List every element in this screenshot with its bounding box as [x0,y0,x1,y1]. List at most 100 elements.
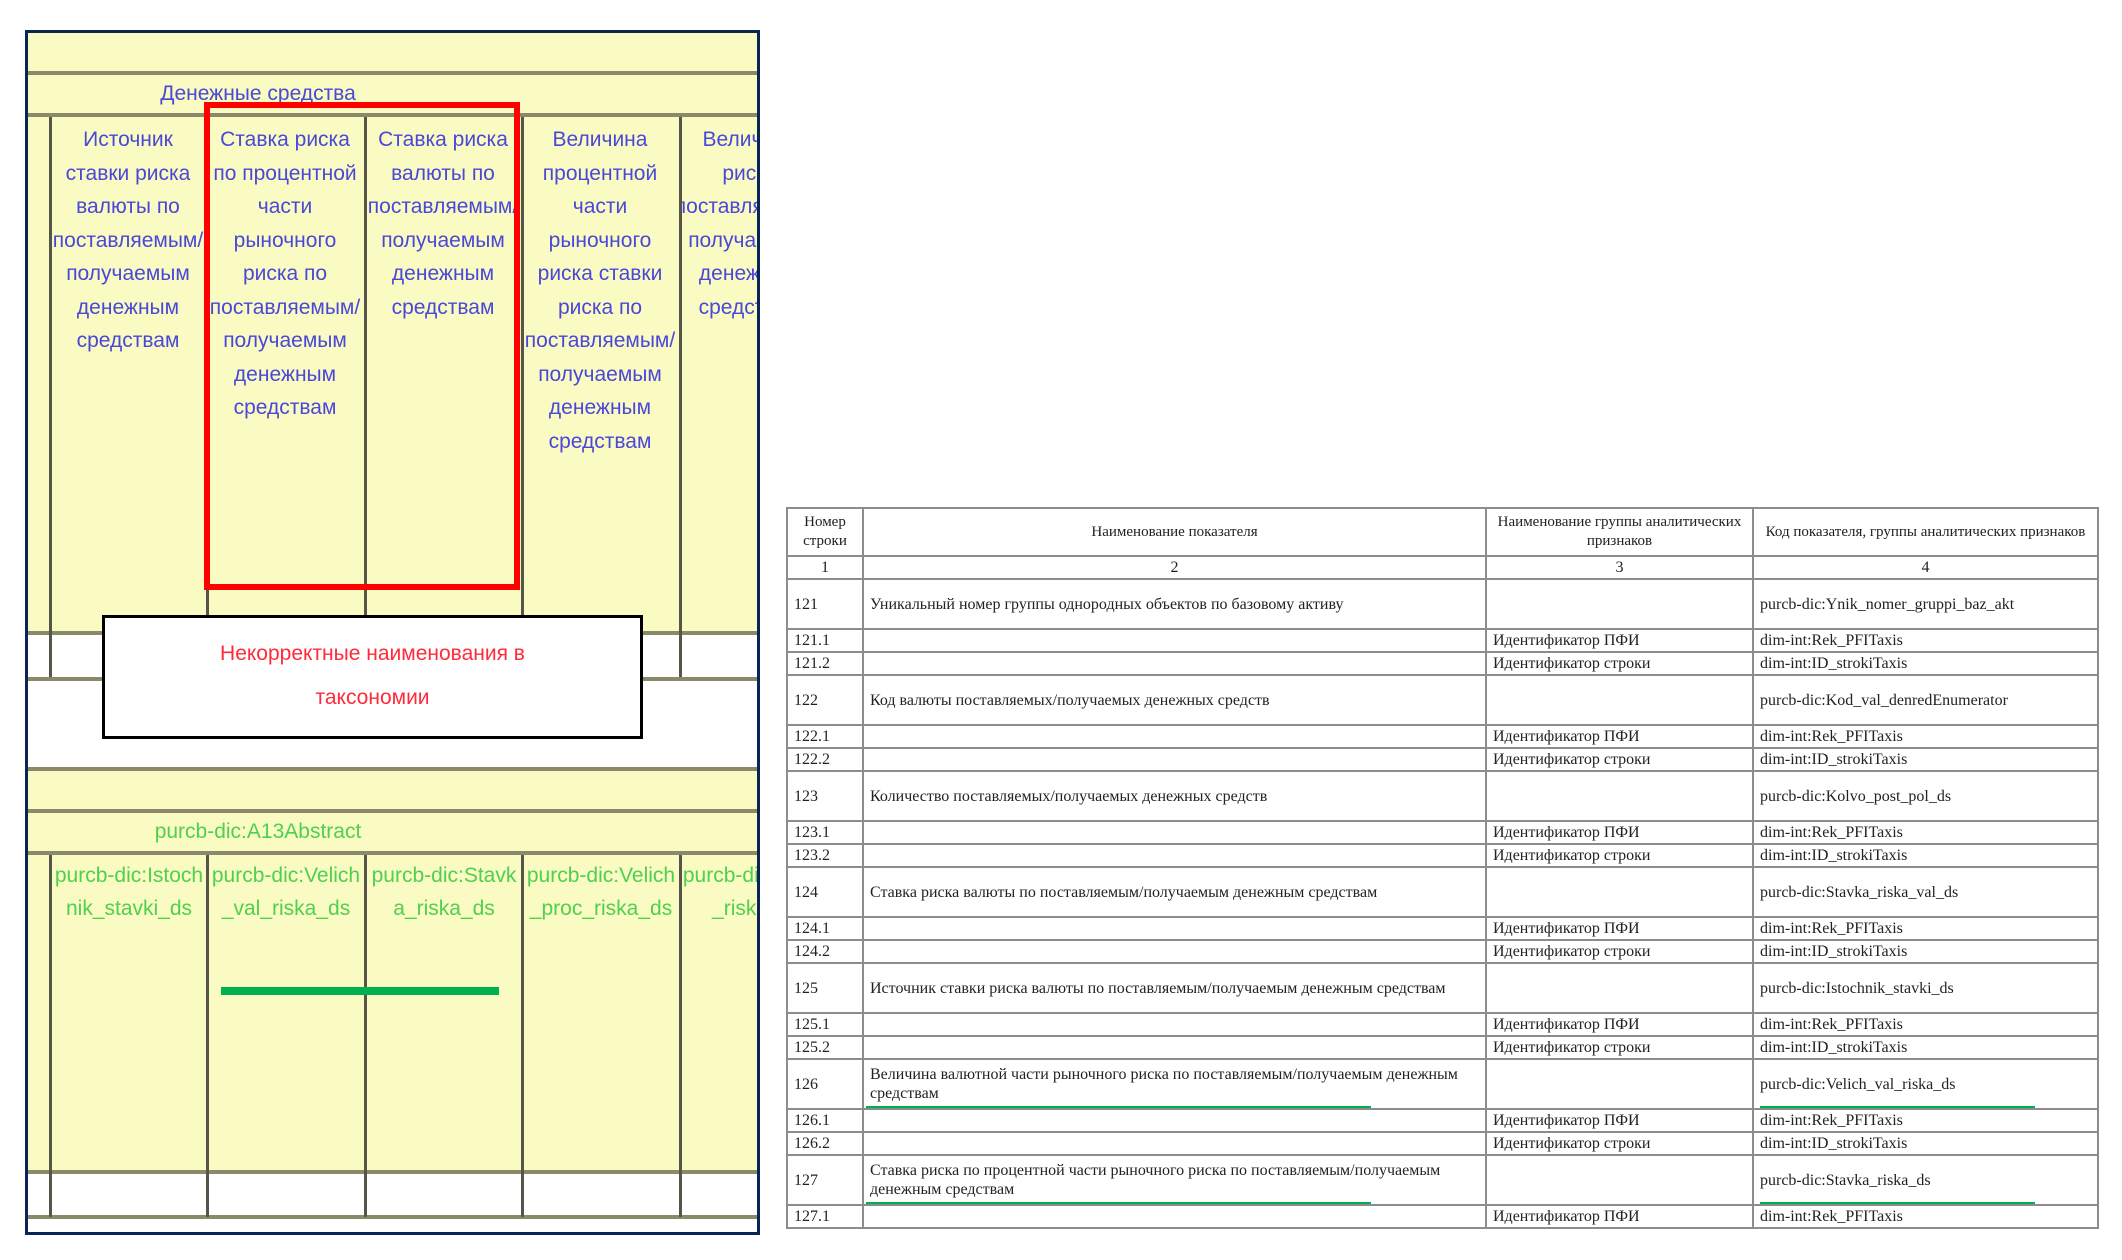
table-row: 126.1 Идентификатор ПФИ dim-int:Rek_PFITax… [786,1108,2099,1133]
cell-group: Идентификатор строки [1485,747,1754,772]
cell-name [862,1108,1487,1133]
cell-name: Ставка риска валюты по поставляемым/полу… [862,866,1487,918]
taxonomy-code: purcb-dic:Istochnik_stavki_ds [54,864,204,920]
divider [28,1170,757,1174]
cell-group: Идентификатор ПФИ [1485,724,1754,749]
indicator-code: dim-int:ID_strokiTaxis [1760,751,1908,768]
cell-text: Идентификатор ПФИ [1493,1016,1640,1033]
cell-code: dim-int:Rek_PFITaxis [1752,1012,2099,1037]
column-divider [679,855,682,1217]
column-number: 3 [1485,555,1754,580]
cell-name [862,651,1487,676]
cell-num: 125.1 [786,1012,864,1037]
cell-text: Идентификатор строки [1493,943,1651,960]
column-header: Величина процентной части рыночного риск… [524,128,676,453]
cell-group: Идентификатор строки [1485,939,1754,964]
cell-text: 123.2 [794,847,830,864]
callout-note: Некорректные наименования в таксономии [102,615,643,739]
cell-text: 124.1 [794,920,830,937]
cell-text: 121 [794,595,818,613]
cell-code: dim-int:ID_strokiTaxis [1752,747,2099,772]
cell-name: Источник ставки риска валюты по поставля… [862,962,1487,1014]
cell-name [862,1012,1487,1037]
cell-name [862,843,1487,868]
cell-group: Идентификатор строки [1485,1131,1754,1156]
cell-name [862,747,1487,772]
cell-text: Идентификатор строки [1493,847,1651,864]
cell-num: 127.1 [786,1204,864,1229]
cell-text: Идентификатор ПФИ [1493,824,1640,841]
cell-text: 121.1 [794,632,830,649]
indicator-code: dim-int:Rek_PFITaxis [1760,1016,1903,1033]
cell-group: Идентификатор строки [1485,843,1754,868]
table-body: 121 Уникальный номер группы однородных об… [786,578,2099,1229]
cell-code: dim-int:Rek_PFITaxis [1752,916,2099,941]
cell-text: 124.2 [794,943,830,960]
column-divider [49,117,52,677]
cell-text: Идентификатор ПФИ [1493,1112,1640,1129]
cell-code: purcb-dic:Ynik_nomer_gruppi_baz_akt [1752,578,2099,630]
cell-text: 124 [794,883,818,901]
cell-text: Величина валютной части рыночного риска … [870,1066,1458,1102]
indicator-code: purcb-dic:Ynik_nomer_gruppi_baz_akt [1760,595,2015,613]
cell-group [1485,962,1754,1014]
taxonomy-code: purcb-dic:Velich_proc_riska_ds [526,864,676,920]
indicator-code: dim-int:Rek_PFITaxis [1760,920,1903,937]
divider [28,851,757,855]
cell-code: purcb-dic:Velich_val_riska_ds [1752,1058,2099,1110]
column-divider [364,855,367,1217]
column-divider [364,117,367,677]
cell-text: Ставка риска по процентной части рыночно… [870,1162,1441,1198]
cell-name [862,1204,1487,1229]
cell-text: Идентификатор ПФИ [1493,632,1640,649]
abstract-header-row: purcb-dic:A13Abstract [28,813,757,853]
cell-code: dim-int:ID_strokiTaxis [1752,939,2099,964]
cell-num: 126.1 [786,1108,864,1133]
cell-code: dim-int:Rek_PFITaxis [1752,724,2099,749]
cell-num: 124 [786,866,864,918]
cell-code: dim-int:ID_strokiTaxis [1752,1035,2099,1060]
cell-num: 125 [786,962,864,1014]
cell-text: Идентификатор строки [1493,1039,1651,1056]
yellow-band [28,771,757,811]
indicator-code: purcb-dic:Stavka_riska_ds [1760,1171,1931,1189]
cell-num: 125.2 [786,1035,864,1060]
indicator-table-clip: Номер строки Наименование показателя Наи… [780,500,2110,1232]
indicator-code: purcb-dic:Stavka_riska_val_ds [1760,883,1959,901]
indicator-code: purcb-dic:Kod_val_denredEnumerator [1760,691,2008,709]
indicator-code: purcb-dic:Kolvo_post_pol_ds [1760,787,1952,805]
cell-num: 121 [786,578,864,630]
codes-row [28,855,757,1170]
indicator-code: dim-int:Rek_PFITaxis [1760,824,1903,841]
cell-text: 126 [794,1075,818,1093]
cell-text: 126.1 [794,1112,830,1129]
column-header: Источник ставки риска валюты по поставля… [52,128,204,352]
column-divider [679,117,682,677]
divider [28,767,757,771]
table-row: 124 Ставка риска валюты по поставляемым/п… [786,866,2099,918]
cell-code: purcb-dic:Stavka_riska_ds [1752,1154,2099,1206]
cell-text: Ставка риска валюты по поставляемым/полу… [870,883,1378,901]
divider [28,809,757,813]
cell-text: 123.1 [794,824,830,841]
cell-text: 126.2 [794,1135,830,1152]
callout-text: Некорректные наименования в таксономии [220,642,525,709]
cell-code: dim-int:Rek_PFITaxis [1752,1108,2099,1133]
indicator-code: purcb-dic:Istochnik_stavki_ds [1760,979,1954,997]
cell-name [862,916,1487,941]
cell-code: dim-int:ID_strokiTaxis [1752,1131,2099,1156]
indicator-code: dim-int:Rek_PFITaxis [1760,1112,1903,1129]
column-header: Ставка риска по процентной части рыночно… [209,128,361,419]
column-header-clipped: Величина риска поставляемым/получаемым д… [681,128,760,319]
cell-name: Уникальный номер группы однородных объек… [862,578,1487,630]
table-row: 124.2 Идентификатор строки dim-int:ID_stro… [786,939,2099,964]
cell-text: Идентификатор ПФИ [1493,728,1640,745]
cell-name: Код валюты поставляемых/получаемых денеж… [862,674,1487,726]
column-divider [521,855,524,1217]
divider [28,1215,757,1219]
